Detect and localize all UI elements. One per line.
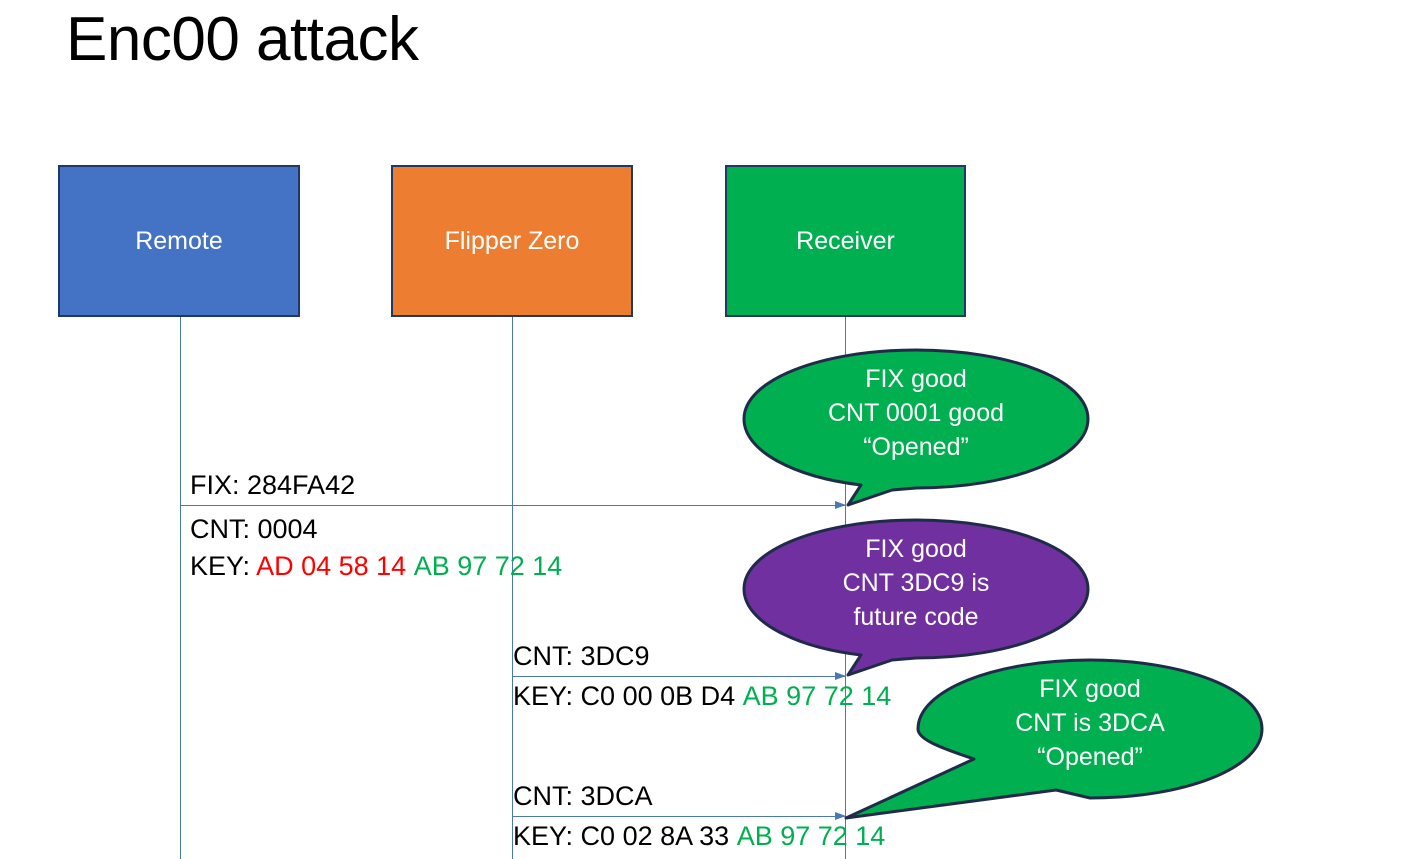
message-3-cnt-label: CNT: 3DCA (513, 781, 653, 811)
actor-label-remote: Remote (135, 227, 223, 255)
message-3-key-label: KEY: C0 02 8A 33 AB 97 72 14 (513, 818, 885, 854)
message-1-key-space (406, 551, 414, 581)
message-3-key-prefix: KEY: (513, 821, 581, 851)
message-arrow-1 (180, 501, 846, 509)
callout-3-line-2: CNT is 3DCA (1015, 709, 1165, 737)
message-3-key-black-bytes: C0 02 8A 33 (580, 821, 730, 851)
message-3-key-space (729, 821, 737, 851)
page-title: Enc00 attack (66, 5, 419, 74)
message-1-cnt-label: CNT: 0004 (190, 514, 318, 544)
message-1-key-green-bytes: AB 97 72 14 (413, 551, 563, 581)
callout-3-text: FIX good CNT is 3DCA “Opened” (916, 672, 1264, 774)
callout-bubble-1[interactable]: FIX good CNT 0001 good “Opened” (742, 348, 1090, 510)
callout-3-shape (844, 658, 1264, 820)
message-2-key-black-bytes: C0 00 0B D4 (580, 681, 736, 711)
message-arrow-2 (512, 672, 846, 680)
callout-bubble-2[interactable]: FIX good CNT 3DC9 is future code (742, 518, 1090, 680)
message-3-key-green-bytes: AB 97 72 14 (736, 821, 886, 851)
callout-2-text: FIX good CNT 3DC9 is future code (742, 532, 1090, 634)
message-2-cnt-label: CNT: 3DC9 (513, 641, 650, 671)
message-1-key-prefix: KEY: (190, 551, 257, 581)
callout-1-shape (742, 348, 1090, 507)
actor-label-flipper-zero: Flipper Zero (444, 227, 580, 255)
message-2-key-label: KEY: C0 00 0B D4 AB 97 72 14 (513, 678, 891, 714)
callout-2-line-3: future code (853, 603, 979, 631)
callout-1-line-1: FIX good (865, 365, 967, 393)
message-1-fix-label: FIX: 284FA42 (190, 470, 356, 500)
message-2-key-green-bytes: AB 97 72 14 (742, 681, 892, 711)
lifeline-remote (180, 317, 181, 859)
callout-2-line-2: CNT 3DC9 is (842, 569, 990, 597)
callout-1-text: FIX good CNT 0001 good “Opened” (742, 362, 1090, 464)
actor-label-receiver: Receiver (796, 227, 895, 255)
message-arrow-3 (512, 812, 846, 820)
message-1-key-label: KEY: AD 04 58 14 AB 97 72 14 (190, 548, 562, 584)
callout-bubble-3[interactable]: FIX good CNT is 3DCA “Opened” (844, 658, 1264, 820)
actor-box-flipper-zero[interactable]: Flipper Zero (391, 165, 633, 317)
callout-2-shape (742, 518, 1090, 677)
callout-2-line-1: FIX good (865, 535, 967, 563)
actor-box-receiver[interactable]: Receiver (725, 165, 966, 317)
message-1-key-red-bytes: AD 04 58 14 (256, 551, 407, 581)
message-2-key-space (735, 681, 743, 711)
callout-1-line-3: “Opened” (863, 433, 969, 461)
callout-3-line-1: FIX good (1039, 675, 1141, 703)
lifeline-flipper-zero (512, 317, 513, 859)
callout-3-line-3: “Opened” (1037, 743, 1143, 771)
actor-box-remote[interactable]: Remote (58, 165, 300, 317)
callout-1-line-2: CNT 0001 good (827, 399, 1005, 427)
message-2-key-prefix: KEY: (513, 681, 581, 711)
